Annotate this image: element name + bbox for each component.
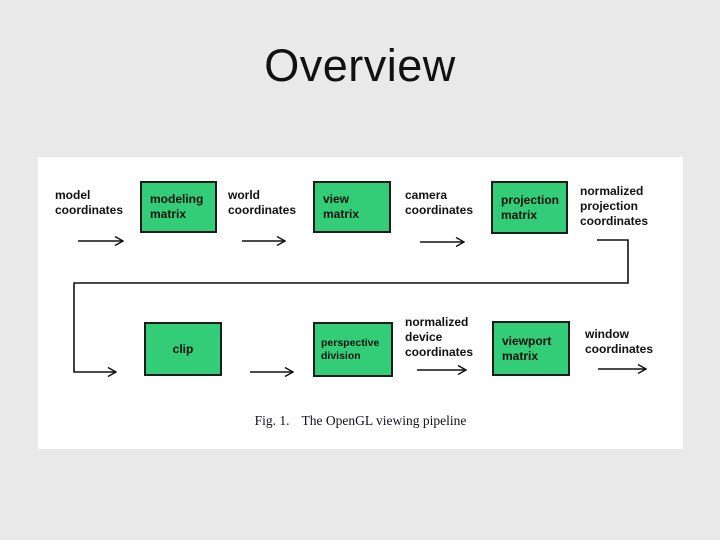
node-projection-matrix: projection matrix: [491, 181, 568, 234]
label-window-coordinates: window coordinates: [585, 327, 654, 356]
node-clip: clip: [144, 322, 222, 376]
label-model-coordinates: model coordinates: [55, 188, 124, 217]
connector-wraparound: [73, 239, 629, 372]
node-perspective-division: perspective division: [313, 322, 393, 377]
label-world-coordinates: world coordinates: [228, 188, 297, 217]
figure-caption: Fig. 1. The OpenGL viewing pipeline: [38, 413, 683, 429]
node-view-matrix: view matrix: [313, 181, 391, 233]
label-normalized-projection-coordinates: normalized projection coordinates: [580, 184, 649, 228]
node-modeling-matrix: modeling matrix: [140, 181, 217, 233]
caption-figure-number: Fig. 1.: [254, 413, 290, 428]
label-camera-coordinates: camera coordinates: [405, 188, 474, 217]
flow-arrows: [73, 157, 683, 449]
page-title: Overview: [264, 40, 456, 91]
caption-text: The OpenGL viewing pipeline: [301, 413, 467, 428]
figure-panel: model coordinates modeling matrix world …: [38, 157, 683, 449]
label-normalized-device-coordinates: normalized device coordinates: [405, 315, 474, 359]
node-viewport-matrix: viewport matrix: [492, 321, 570, 376]
